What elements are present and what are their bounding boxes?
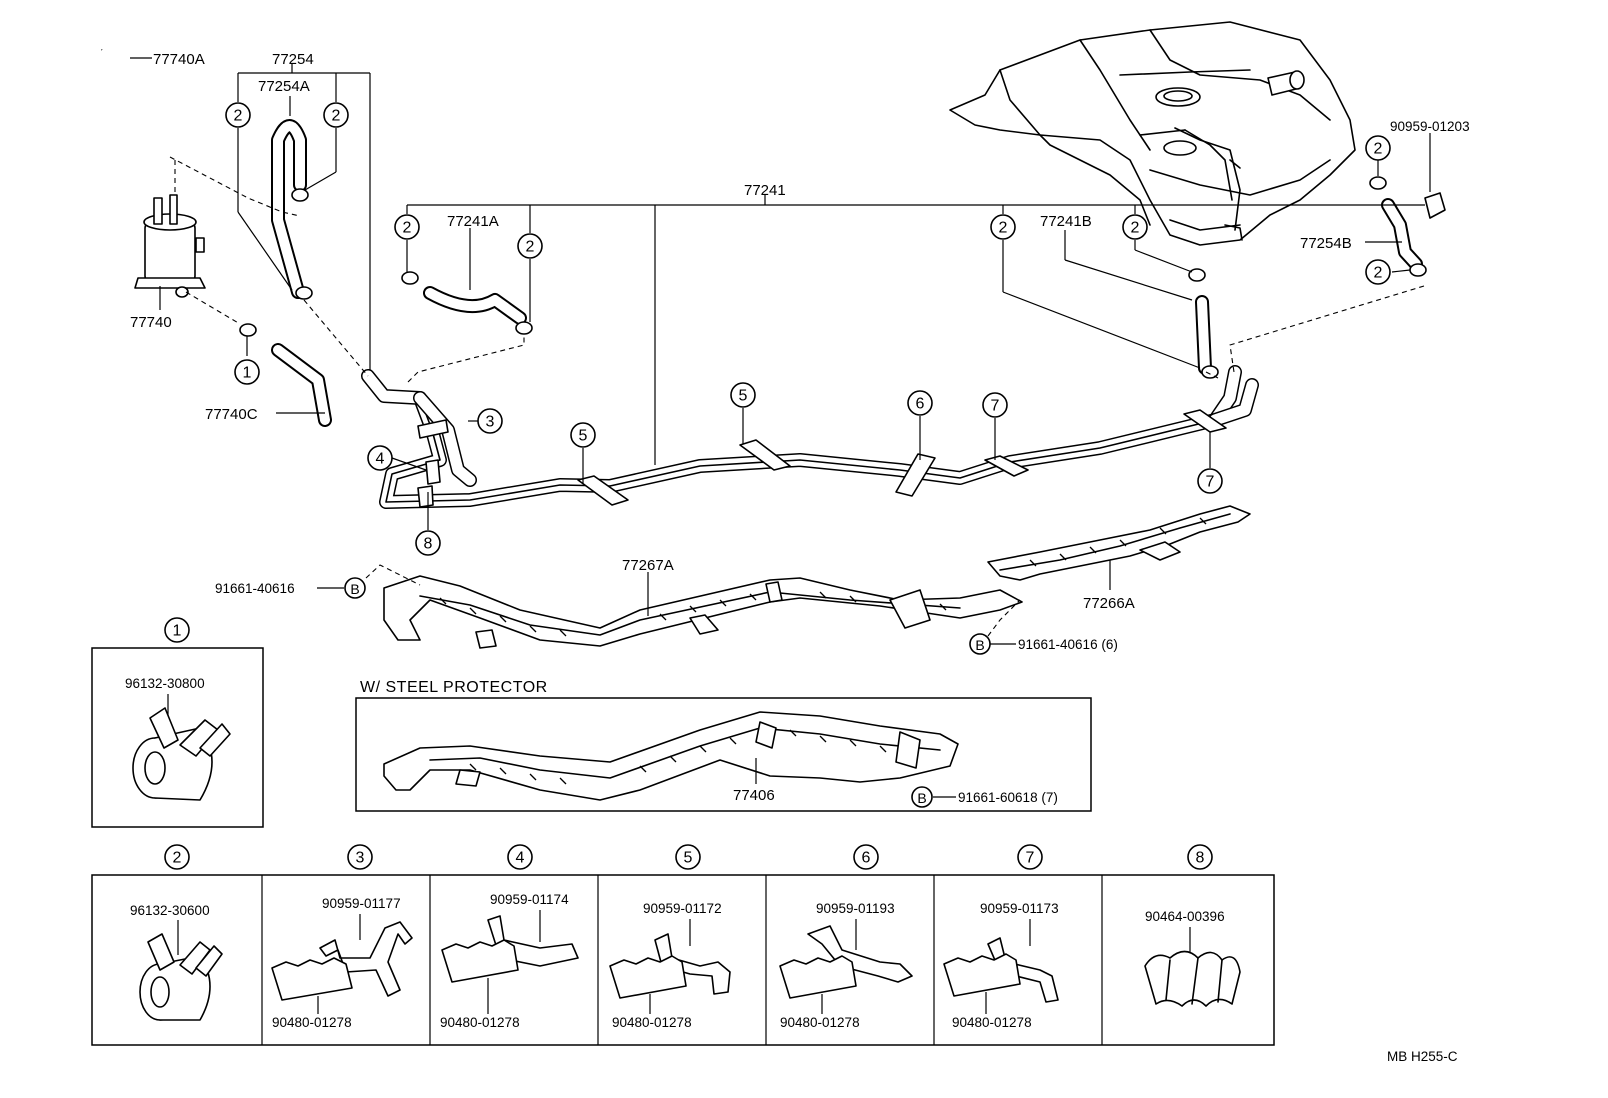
- pipe-clamp-insert-icon: [943, 953, 1021, 997]
- detail-2-number: 2: [173, 850, 182, 867]
- pipe-clamp-insert-icon: [441, 939, 519, 983]
- detail-4-bottom-part: 90480-01278: [440, 1015, 520, 1030]
- detail-box-6: 6 90959-01193 90480-01278: [779, 844, 913, 1030]
- pipe-clamp-bracket-icon: [987, 937, 1059, 1003]
- callout-2: 2: [234, 108, 243, 125]
- detail-row: [91, 874, 1275, 1046]
- pipe-clamp-insert-icon: [609, 955, 687, 999]
- callout-5: 5: [739, 388, 748, 405]
- hose-clamp-icon: [132, 707, 231, 801]
- label-77740A: 77740A: [153, 51, 205, 68]
- detail-4-top-part: 90959-01174: [490, 892, 569, 907]
- detail-8-top-part: 90464-00396: [1145, 909, 1225, 924]
- label-91661-40616-left: 91661-40616: [215, 581, 295, 596]
- steel-protector-title: W/ STEEL PROTECTOR: [360, 679, 548, 696]
- steel-protector-77406: [383, 711, 959, 801]
- detail-7-top-part: 90959-01173: [980, 901, 1059, 916]
- callout-2: 2: [999, 220, 1008, 237]
- detail-box-4: 4 90959-01174 90480-01278: [440, 844, 579, 1030]
- bolt-marker-left: B: [350, 581, 359, 597]
- leader-lines: [130, 57, 1431, 798]
- label-91661-40616-right: 91661-40616 (6): [1018, 637, 1118, 652]
- label-77267A: 77267A: [622, 557, 674, 574]
- hose-77241B: [1195, 295, 1212, 375]
- detail-3-number: 3: [356, 850, 365, 867]
- steel-protector-box: [355, 697, 1092, 812]
- callout-2: 2: [403, 220, 412, 237]
- label-90959-01203: 90959-01203: [1390, 119, 1470, 134]
- detail-3-bottom-part: 90480-01278: [272, 1015, 352, 1030]
- detail-box-3: 3 90959-01177 90480-01278: [271, 844, 413, 1030]
- bolt-marker-protector: B: [917, 790, 926, 806]
- callout-6: 6: [916, 396, 925, 413]
- callout-2: 2: [526, 239, 535, 256]
- callout-7: 7: [1206, 474, 1215, 491]
- detail-4-number: 4: [516, 850, 525, 867]
- protector-77266A: [987, 505, 1251, 581]
- label-91661-60618: 91661-60618 (7): [958, 790, 1058, 805]
- pipe-clamp-insert-icon: [779, 955, 857, 999]
- label-77266A: 77266A: [1083, 595, 1135, 612]
- hose-clamp-small-icon: [139, 933, 223, 1021]
- callout-5: 5: [579, 428, 588, 445]
- detail-8-number: 8: [1196, 850, 1205, 867]
- label-77241B: 77241B: [1040, 213, 1092, 230]
- hose-77254A: [271, 119, 307, 299]
- fuel-tank: [949, 21, 1356, 246]
- detail-5-bottom-part: 90480-01278: [612, 1015, 692, 1030]
- pipe-clamp-bracket-icon: [654, 933, 731, 995]
- charcoal-canister: [100, 48, 206, 298]
- callout-3: 3: [486, 414, 495, 431]
- protector-77267A: [383, 575, 1023, 649]
- fuel-pipes-77241: [361, 365, 1259, 509]
- callout-4: 4: [376, 451, 385, 468]
- detail-2-part: 96132-30600: [130, 903, 210, 918]
- label-77254A: 77254A: [258, 78, 310, 95]
- detail-6-number: 6: [862, 850, 871, 867]
- detail-6-top-part: 90959-01193: [816, 901, 895, 916]
- label-77254: 77254: [272, 51, 314, 68]
- pipe-clamp-insert-icon: [271, 957, 353, 1001]
- callout-8: 8: [424, 536, 433, 553]
- bolt-markers: B B B: [344, 577, 991, 808]
- label-77740C: 77740C: [205, 406, 258, 423]
- hose-77254B: [1381, 198, 1423, 271]
- pipe-clamp-bracket-icon: [807, 925, 913, 983]
- hose-clamps: [239, 176, 1446, 379]
- detail-box-5: 5 90959-01172 90480-01278: [609, 844, 731, 1030]
- label-77241A: 77241A: [447, 213, 499, 230]
- detail-1-part: 96132-30800: [125, 676, 205, 691]
- callout-1: 1: [243, 365, 252, 382]
- detail-box-7: 7 90959-01173 90480-01278: [943, 844, 1059, 1030]
- label-77406: 77406: [733, 787, 775, 804]
- callout-2: 2: [1131, 220, 1140, 237]
- callout-7: 7: [991, 398, 1000, 415]
- detail-5-top-part: 90959-01172: [643, 901, 722, 916]
- callout-2: 2: [1374, 141, 1383, 158]
- diagram-code: MB H255-C: [1387, 1049, 1458, 1064]
- label-77241: 77241: [744, 182, 786, 199]
- callout-2: 2: [332, 108, 341, 125]
- callout-2: 2: [1374, 265, 1383, 282]
- bolt-marker-right: B: [975, 637, 984, 653]
- detail-box-1: 1 96132-30800: [91, 617, 264, 828]
- label-77254B: 77254B: [1300, 235, 1352, 252]
- part-labels: 77740A 77254 77254A 77740 77740C 77241 7…: [130, 51, 1470, 805]
- detail-1-number: 1: [173, 623, 182, 640]
- detail-box-8: 8 90464-00396: [1144, 844, 1241, 1007]
- detail-5-number: 5: [684, 850, 693, 867]
- detail-6-bottom-part: 90480-01278: [780, 1015, 860, 1030]
- detail-box-2: 2 96132-30600: [130, 844, 223, 1021]
- callout-numbers: 2 2 1 2 2 2 2 2 2 3 4 5 5 6 7 7 8: [225, 102, 1391, 556]
- detail-7-bottom-part: 90480-01278: [952, 1015, 1032, 1030]
- hose-77241A: [423, 286, 527, 325]
- hose-77740C: [271, 343, 332, 427]
- pipe-clamps: [417, 409, 1227, 508]
- detail-3-top-part: 90959-01177: [322, 896, 401, 911]
- detail-7-number: 7: [1026, 850, 1035, 867]
- label-77740: 77740: [130, 314, 172, 331]
